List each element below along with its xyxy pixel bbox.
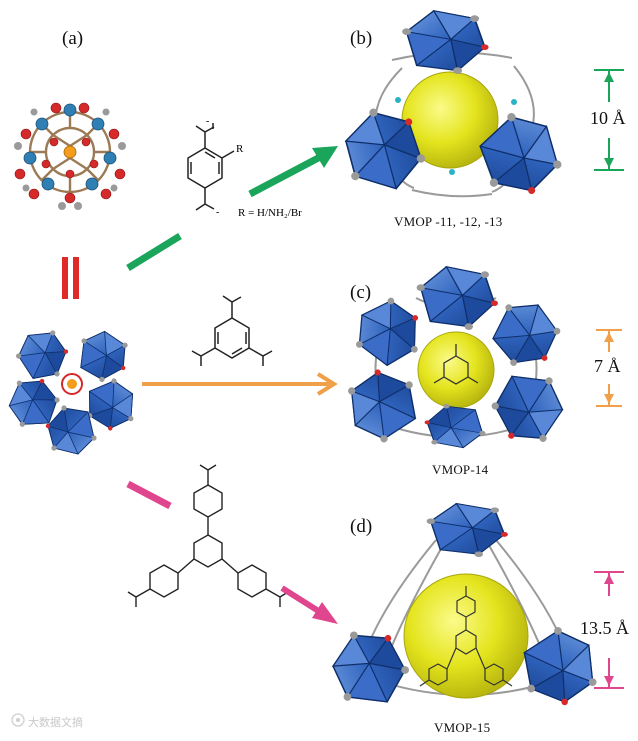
panel-c-cage — [340, 267, 571, 452]
dimension-label-d: 13.5 Å — [580, 618, 629, 639]
caption-vmop-14: VMOP-14 — [432, 462, 488, 478]
panel-a — [6, 103, 138, 454]
substituent-r-definition: R = H/NH₂/Br — [238, 207, 302, 219]
caption-vmop-15: VMOP-15 — [434, 720, 490, 736]
panel-label-c: (c) — [350, 282, 371, 304]
terephthalate-linker — [188, 123, 234, 210]
arrow-to-vmop-15 — [128, 484, 338, 624]
arrow-to-vmop-14 — [142, 374, 334, 394]
panel-label-a: (a) — [62, 28, 83, 50]
substituent-r-label: R — [236, 143, 244, 155]
panel-label-b: (b) — [350, 28, 372, 50]
equivalence-symbol — [62, 257, 79, 299]
panel-label-d: (d) — [350, 516, 372, 538]
carboxylate-charge-bottom: - — [216, 207, 219, 218]
watermark-logo-icon — [12, 714, 24, 726]
vanadium-cluster-polyhedral — [6, 324, 138, 454]
tribenzoate-linker — [128, 465, 288, 607]
dimension-label-b: 10 Å — [590, 108, 626, 129]
arrow-to-vmop-11-13 — [128, 146, 338, 268]
dimension-label-c: 7 Å — [594, 356, 621, 377]
carboxylate-charge-top: - — [206, 116, 209, 127]
vanadium-cluster-ball-stick — [14, 103, 126, 210]
watermark-text: 大数据文摘 — [28, 714, 83, 730]
caption-vmop-11-13: VMOP -11, -12, -13 — [394, 214, 502, 230]
trimesate-linker — [192, 296, 272, 366]
